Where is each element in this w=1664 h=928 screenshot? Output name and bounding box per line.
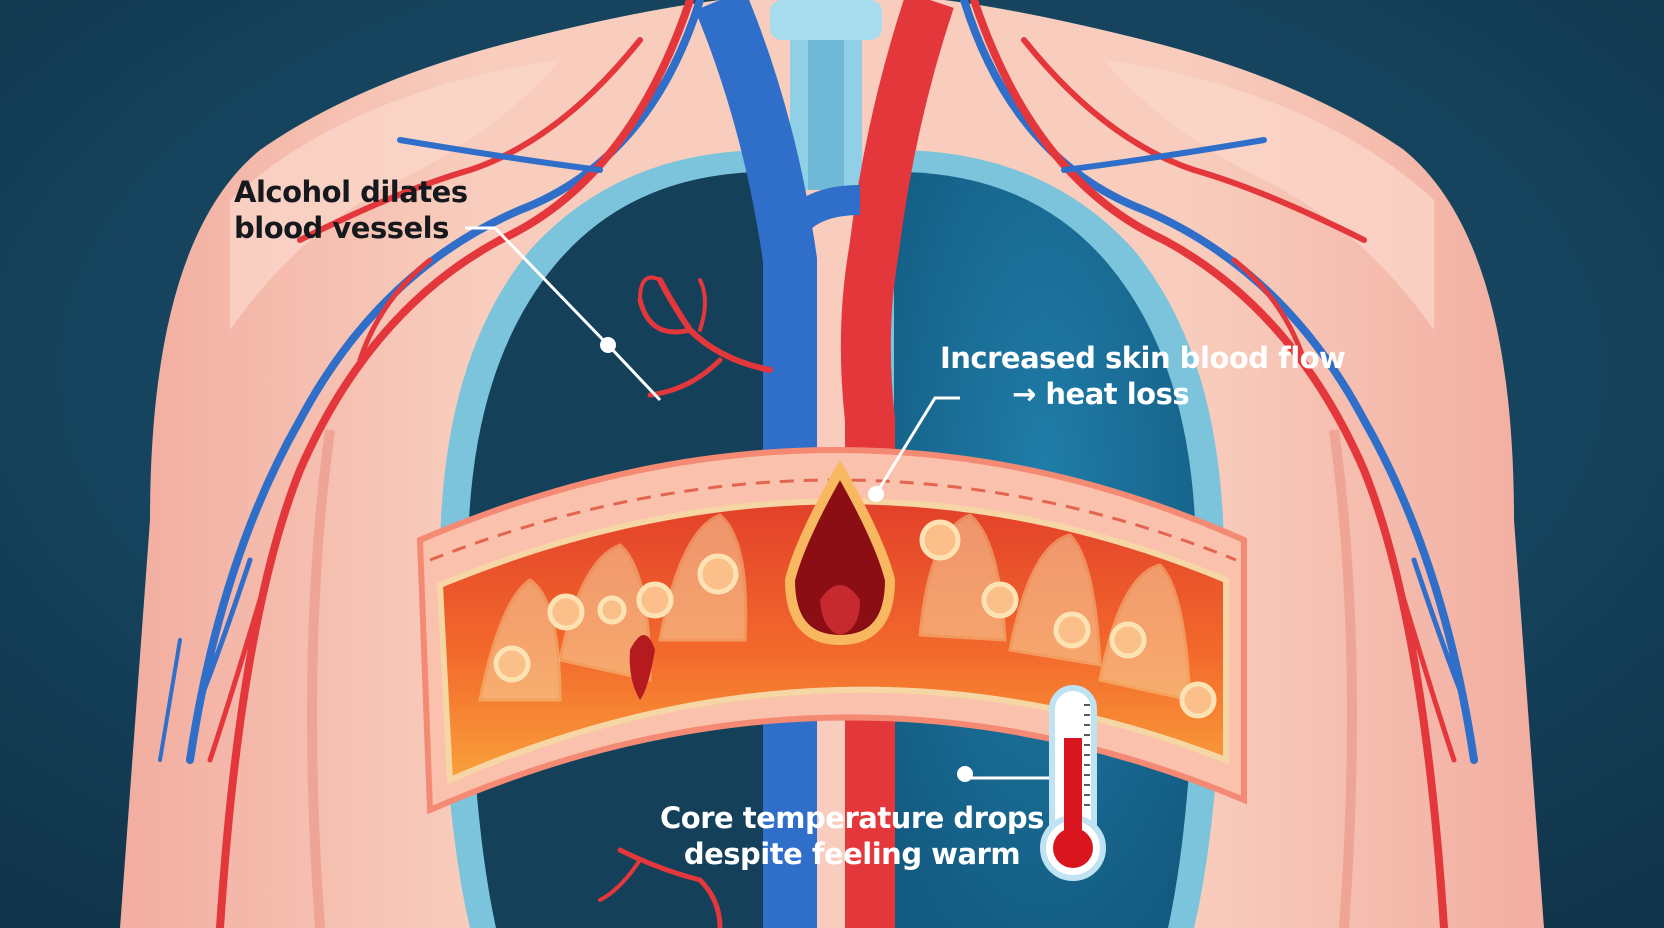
small-vessel-drop (629, 635, 655, 700)
blood-drop-highlight (820, 585, 860, 635)
trachea-inner (808, 40, 844, 190)
shoulder-highlight-right (1104, 60, 1434, 330)
capillary-nodes (493, 519, 1217, 719)
trachea-ring (770, 0, 882, 40)
annotation-skin-flow-line1: Increased skin blood flow (940, 341, 1346, 375)
aorta (840, 0, 954, 928)
annotation-core-temp-line1: Core temperature drops (660, 801, 1044, 835)
vena-cava (695, 0, 817, 928)
annotation-core-temp-line2: despite feeling warm (683, 837, 1021, 871)
arm-vessels-right (960, 0, 1478, 928)
arm-vessels-left (158, 0, 704, 928)
leader-dots (600, 337, 973, 782)
arm-crease-left (307, 429, 335, 928)
thermometer-icon (1040, 685, 1106, 881)
annotation-skin-flow: Increased skin blood flow → heat loss (940, 340, 1346, 412)
annotation-skin-flow-line2: → heat loss (1012, 377, 1190, 411)
annotation-vessels-line1: Alcohol dilates (234, 175, 468, 209)
annotation-vessels-line2: blood vessels (234, 211, 449, 245)
vein-junction (777, 185, 861, 239)
blood-drop-icon (784, 459, 896, 646)
shoulder-highlight-left (230, 60, 560, 330)
arm-crease-right (1329, 429, 1357, 928)
annotation-core-temp: Core temperature drops despite feeling w… (660, 800, 1044, 872)
annotation-vessels: Alcohol dilates blood vessels (234, 174, 468, 246)
lung-capillaries (598, 275, 773, 928)
